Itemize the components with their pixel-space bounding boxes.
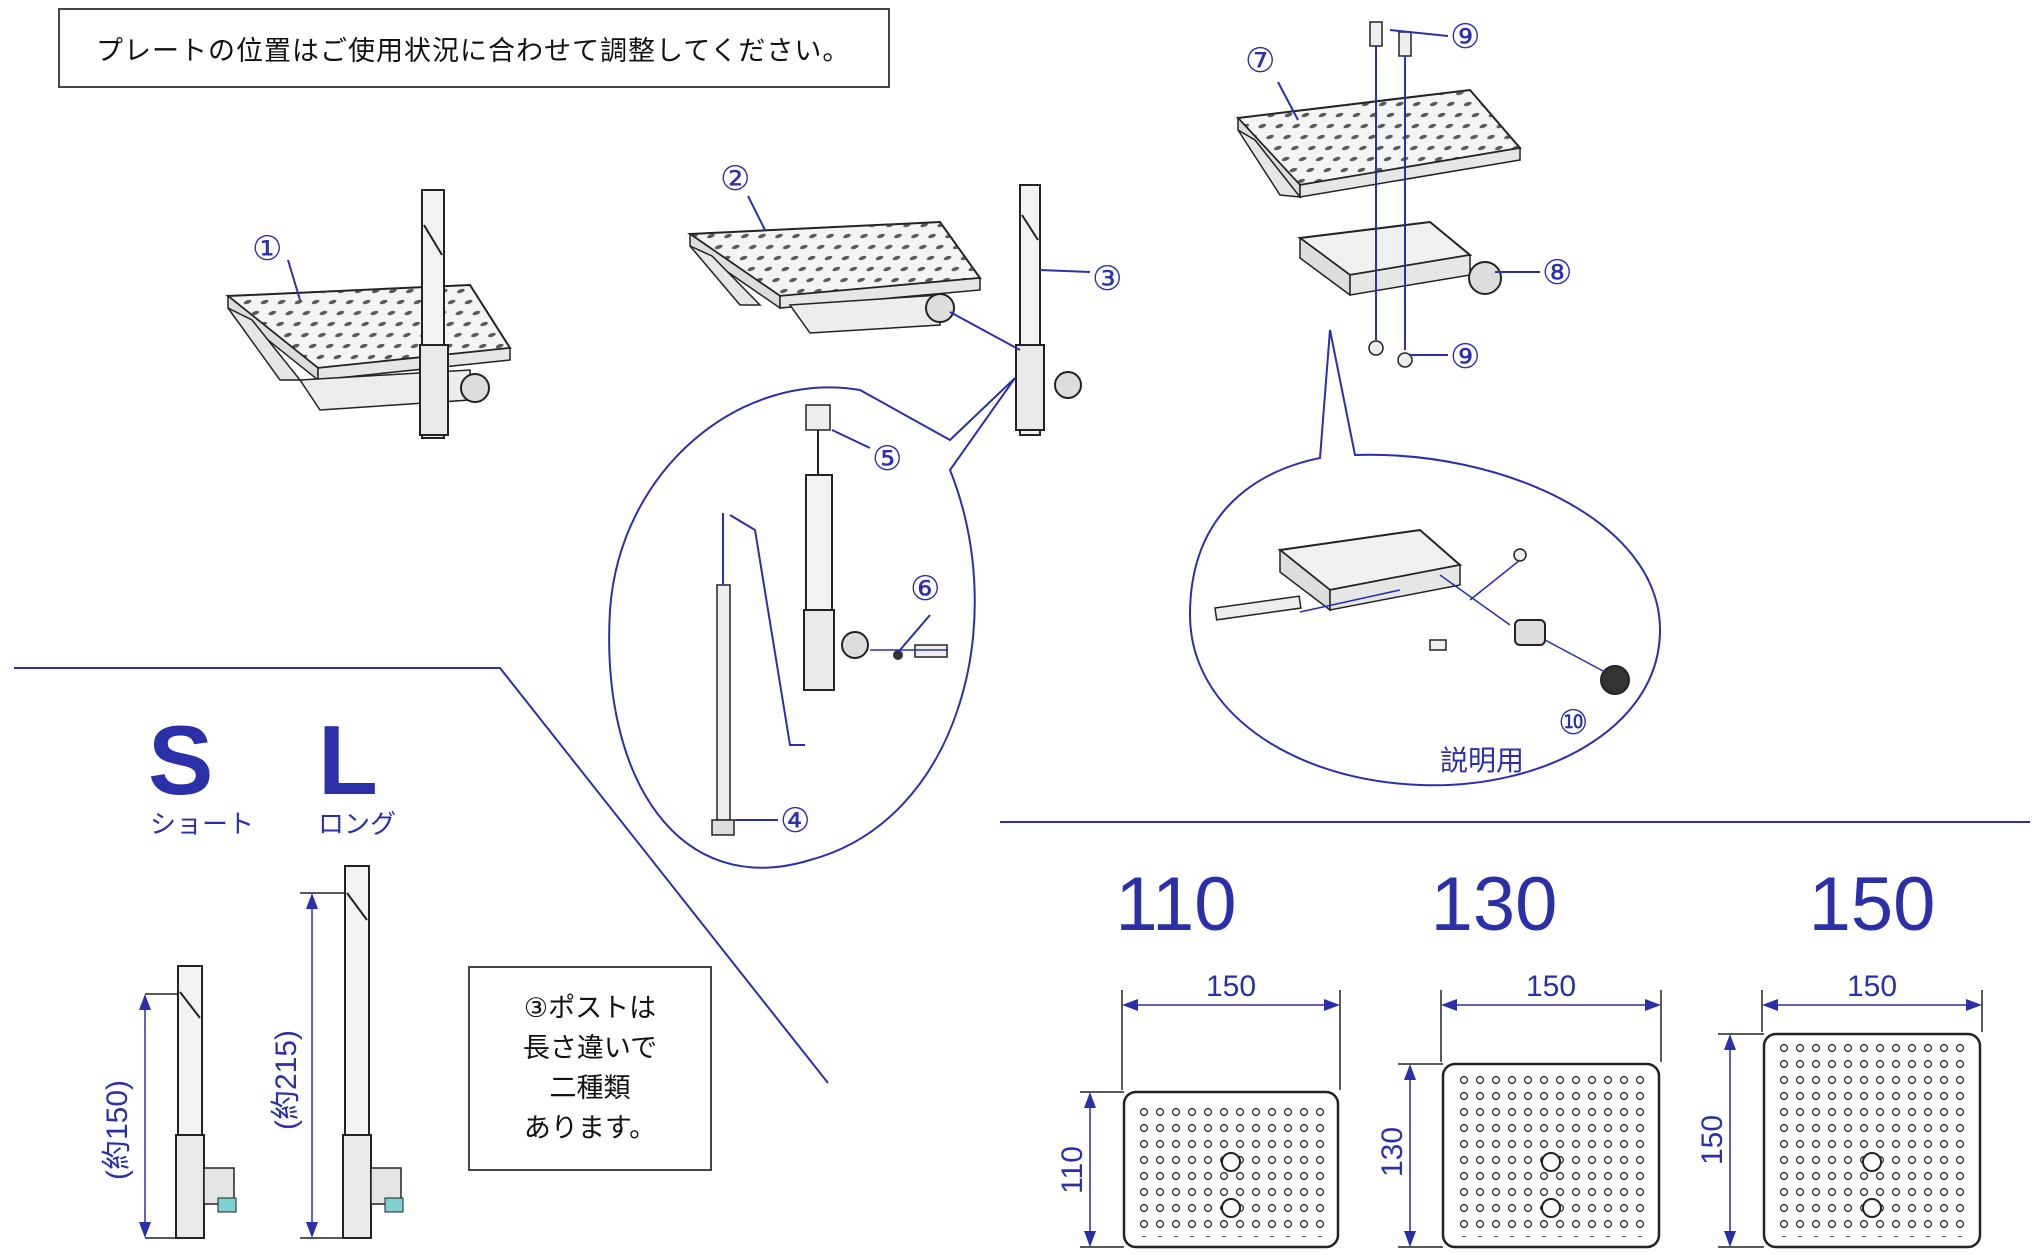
part-number-8: ⑧: [1542, 254, 1572, 292]
divider-left: [14, 667, 829, 1084]
part-number-1: ①: [252, 230, 282, 268]
part-number-9-top: ⑨: [1450, 18, 1480, 56]
short-label: ショート: [150, 809, 254, 839]
short-length: (約150): [101, 1080, 134, 1180]
plate-110-width: 150: [1206, 970, 1256, 1003]
plate-130: 130 150 130: [1376, 862, 1662, 1249]
post-note-line-4: あります。: [523, 1112, 657, 1144]
plate-130-height: 130: [1376, 1127, 1409, 1177]
plate-150-size: 150: [1809, 862, 1936, 947]
post-length-note: ③ポストは 長さ違いで 二種類 あります。: [468, 966, 712, 1171]
long-letter: L: [318, 705, 378, 815]
plate-110-size: 110: [1115, 862, 1236, 947]
long-label: ロング: [318, 809, 396, 839]
post-note-line-2: 長さ違いで: [522, 1032, 658, 1064]
part-labels: ① ② ③ ④ ⑤ ⑥ ⑦ ⑧ ⑨ ⑨ ⑩ 説明用: [252, 18, 1588, 840]
part-number-5: ⑤: [872, 440, 902, 478]
part-number-9-bottom: ⑨: [1450, 338, 1480, 376]
post-note-line-1: ③ポストは: [523, 992, 657, 1024]
post-note-line-3: 二種類: [549, 1072, 631, 1104]
part-number-10: ⑩: [1558, 704, 1588, 742]
part-number-2: ②: [720, 160, 750, 198]
explanation-label: 説明用: [1440, 745, 1524, 776]
adjustment-note-text: プレートの位置はご使用状況に合わせて調整してください。: [96, 35, 851, 67]
adjustment-note: プレートの位置はご使用状況に合わせて調整してください。: [58, 8, 890, 88]
part-number-3: ③: [1092, 260, 1122, 298]
post-detail-bubble: [608, 377, 1016, 869]
part-number-4: ④: [780, 802, 810, 840]
plate-150: 150 150 150: [1696, 862, 1983, 1249]
assembly-complete: [225, 189, 512, 439]
part-number-7: ⑦: [1245, 42, 1275, 80]
long-length: (約215): [270, 1030, 303, 1130]
plate-130-size: 130: [1431, 862, 1558, 947]
post-types: S ショート L ロング (約150) (約215): [101, 705, 404, 1239]
short-letter: S: [148, 705, 213, 815]
part-number-6: ⑥: [910, 570, 940, 608]
plate-110: 110 150 110: [1056, 862, 1341, 1249]
plate-150-width: 150: [1847, 970, 1897, 1003]
plate-130-width: 150: [1526, 970, 1576, 1003]
explanation-bubble: [1188, 329, 1662, 787]
plate-110-height: 110: [1056, 1146, 1089, 1194]
plate-150-height: 150: [1696, 1115, 1729, 1165]
assembly-bracket: [1235, 21, 1522, 368]
assembly-exploded: [686, 184, 1091, 436]
